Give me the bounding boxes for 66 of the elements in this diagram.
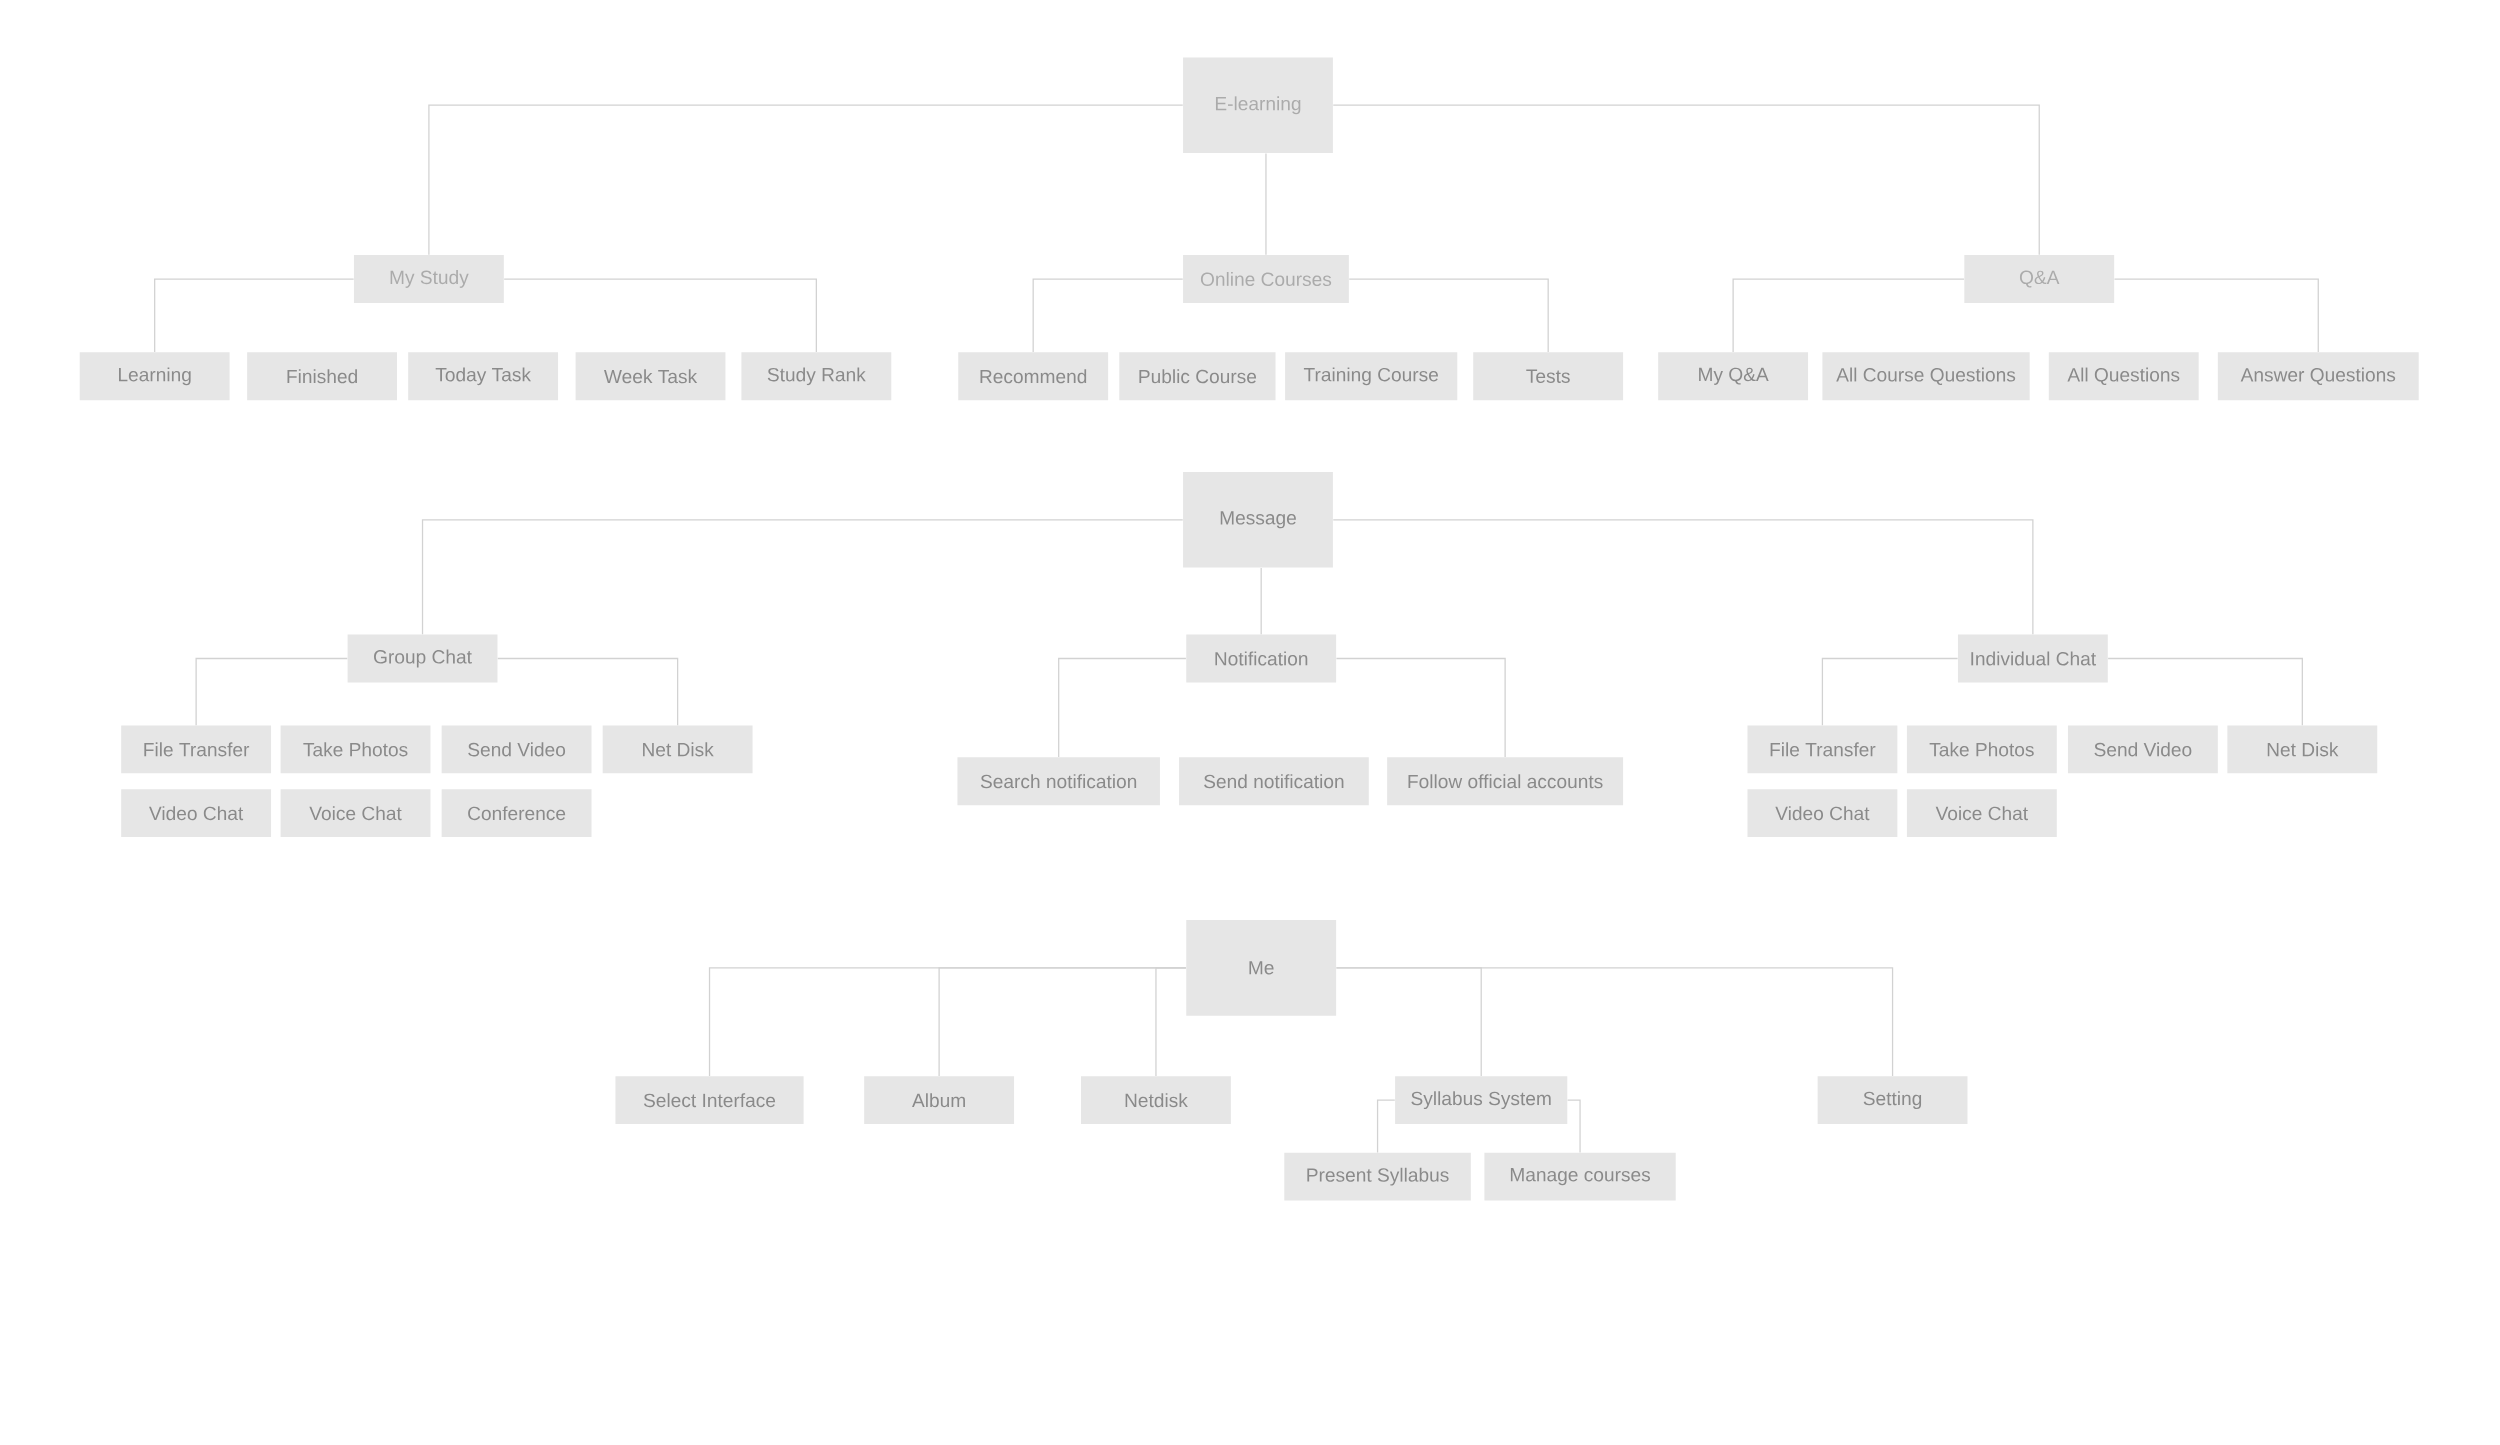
node-box: Search notification (957, 757, 1160, 806)
node-box: Me (1186, 920, 1337, 1016)
connector-line (1155, 967, 1187, 1077)
node-box: Learning (79, 352, 230, 401)
connector-line (1376, 1099, 1396, 1154)
connector-line (2113, 278, 2319, 353)
node-box: Voice Chat (1906, 789, 2057, 838)
node-box: Q&A (1964, 255, 2115, 304)
connector-line (1821, 658, 1959, 726)
connector-line (195, 658, 348, 726)
node-box: Select Interface (615, 1076, 804, 1125)
node-box: Notification (1186, 634, 1337, 683)
connector-line (1335, 967, 1894, 1077)
connector-line (1332, 104, 2040, 256)
node-box: My Q&A (1658, 352, 1809, 401)
connector-line (1566, 1099, 1581, 1154)
node-box: Voice Chat (280, 789, 431, 838)
node-box: Setting (1817, 1076, 1968, 1125)
connector-line (1335, 658, 1506, 758)
node-box: Album (864, 1076, 1015, 1125)
node-box: Answer Questions (2217, 352, 2419, 401)
node-box: Net Disk (602, 725, 753, 774)
node-box: Today Task (408, 352, 559, 401)
node-box: Individual Chat (1957, 634, 2108, 683)
node-box: All Questions (2048, 352, 2199, 401)
node-box: Finished (247, 352, 397, 401)
node-box: Online Courses (1183, 255, 1349, 304)
node-box: Video Chat (1747, 789, 1898, 838)
node-box: Present Syllabus (1284, 1153, 1471, 1201)
node-box: File Transfer (1747, 725, 1898, 774)
connector-line (428, 104, 1184, 256)
node-box: Video Chat (121, 789, 272, 838)
connector-line (154, 278, 355, 353)
connector-line (1332, 519, 2034, 636)
node-box: E-learning (1183, 57, 1333, 154)
node-box: Netdisk (1081, 1076, 1231, 1125)
node-box: File Transfer (121, 725, 272, 774)
connector-line (1348, 278, 1549, 353)
node-box: My Study (353, 255, 504, 304)
node-box: Take Photos (1906, 725, 2057, 774)
node-box: Tests (1473, 352, 1624, 401)
node-box: Syllabus System (1395, 1076, 1568, 1125)
node-box: Training Course (1285, 352, 1458, 401)
node-box: Send Video (2067, 725, 2218, 774)
node-box: All Course Questions (1822, 352, 2030, 401)
node-box: Public Course (1119, 352, 1276, 401)
node-box: Week Task (575, 352, 726, 401)
connector-line (1058, 658, 1187, 758)
node-box: Manage courses (1484, 1153, 1676, 1201)
node-box: Recommend (958, 352, 1109, 401)
connector-line (421, 519, 1184, 636)
node-box: Send Video (441, 725, 592, 774)
connector-line (2107, 658, 2303, 726)
node-box: Send notification (1179, 757, 1369, 806)
connector-line (1032, 278, 1184, 353)
node-box: Take Photos (280, 725, 431, 774)
node-box: Message (1183, 472, 1333, 568)
node-box: Conference (441, 789, 592, 838)
connector-line (503, 278, 817, 353)
connector-line (1732, 278, 1965, 353)
node-box: Study Rank (741, 352, 892, 401)
connector-line (497, 658, 679, 726)
node-box: Follow official accounts (1387, 757, 1624, 806)
node-box: Net Disk (2227, 725, 2378, 774)
node-box: Group Chat (347, 634, 498, 683)
connector-line (1260, 567, 1262, 636)
